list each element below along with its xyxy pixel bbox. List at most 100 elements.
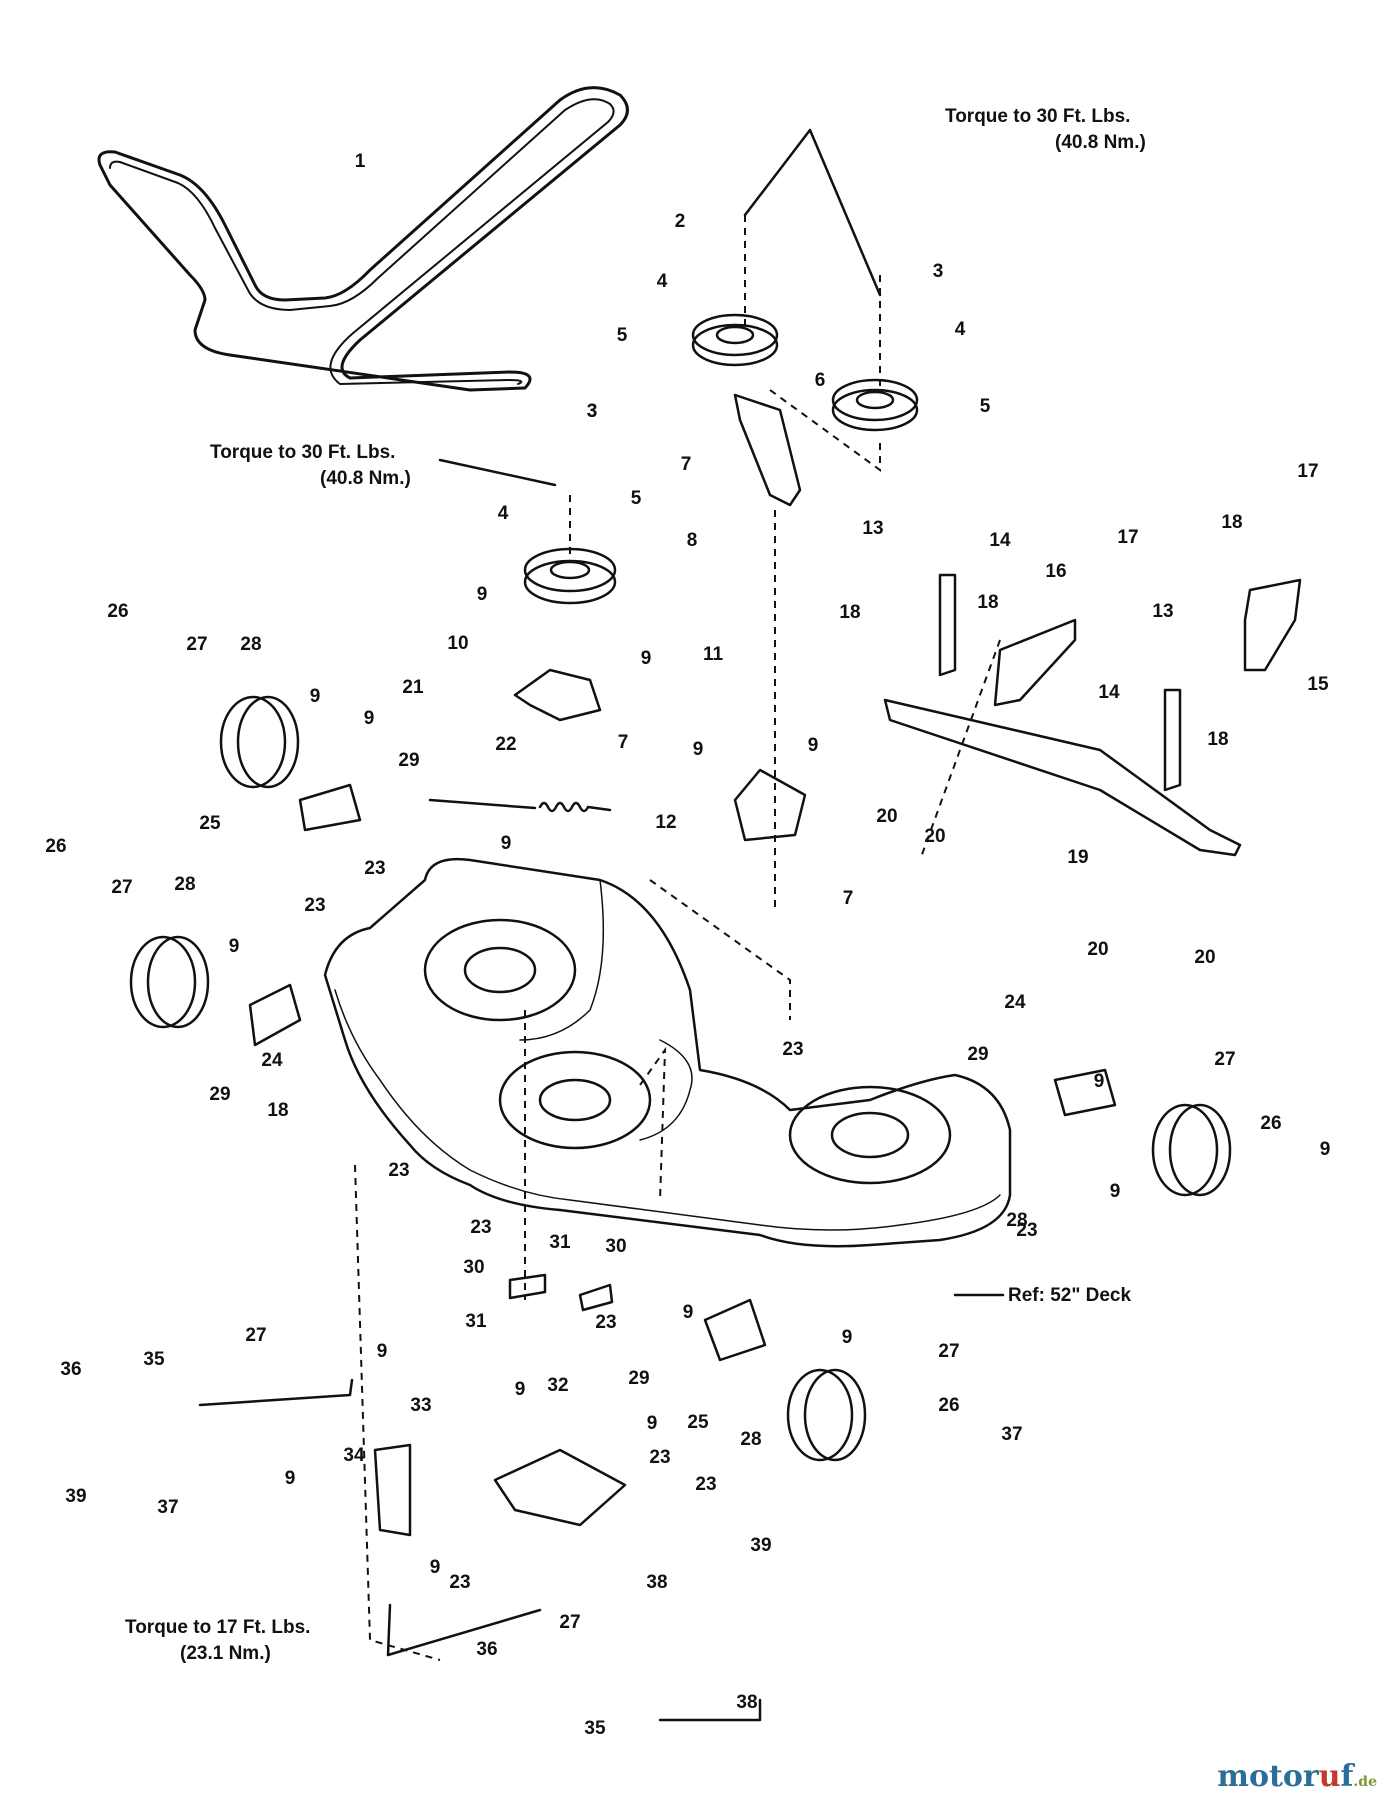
callout-number: 7 [680, 454, 692, 475]
idler-arm [733, 393, 802, 507]
callout-number: 18 [839, 602, 861, 623]
callout-number: 29 [209, 1084, 231, 1105]
torque-note-mid: Torque to 30 Ft. Lbs. (40.8 Nm.) [210, 440, 411, 492]
callout-number: 6 [814, 370, 826, 391]
hitch-rod-lower [658, 1698, 762, 1722]
callout-number: 3 [586, 401, 598, 422]
wheel-bracket-25-upper [298, 783, 362, 832]
torque-note-top-line2: (40.8 Nm.) [1055, 132, 1146, 153]
callout-number: 9 [841, 1327, 853, 1348]
hitch-bracket-33 [373, 1443, 412, 1537]
callout-number: 39 [750, 1535, 772, 1556]
callout-number: 15 [1307, 674, 1329, 695]
callout-number: 27 [186, 634, 208, 655]
callout-number: 23 [470, 1217, 492, 1238]
callout-number: 9 [514, 1379, 526, 1400]
callout-number: 13 [862, 518, 884, 539]
idler-bracket-12 [733, 768, 807, 842]
callout-number: 38 [646, 1572, 668, 1593]
gauge-wheel-right [1151, 1103, 1232, 1197]
callout-number: 33 [410, 1395, 432, 1416]
torque-top-arrows [743, 128, 882, 297]
watermark-brand2: f [1340, 1759, 1354, 1794]
torque-note-top-line1: Torque to 30 Ft. Lbs. [945, 106, 1131, 127]
callout-number: 9 [682, 1302, 694, 1323]
callout-number: 20 [1087, 939, 1109, 960]
callout-number: 9 [640, 648, 652, 669]
callout-number: 31 [549, 1232, 571, 1253]
callout-number: 20 [924, 826, 946, 847]
torque-mid-arrow [438, 458, 557, 487]
callout-number: 3 [932, 261, 944, 282]
callout-number: 9 [476, 584, 488, 605]
callout-number: 23 [304, 895, 326, 916]
callout-number: 38 [736, 1692, 758, 1713]
callout-number: 24 [261, 1050, 283, 1071]
callout-number: 18 [977, 592, 999, 613]
watermark-brand: motor [1217, 1759, 1319, 1794]
callout-number: 1 [354, 151, 366, 172]
bracket-15 [1243, 578, 1302, 672]
idler-bracket-10 [513, 668, 602, 722]
torque-note-bottom: Torque to 17 Ft. Lbs. (23.1 Nm.) [125, 1615, 310, 1667]
callout-number: 3 [586, 401, 598, 422]
front-hitch-bracket [493, 1448, 627, 1527]
torque-note-bottom-line1: Torque to 17 Ft. Lbs. [125, 1617, 311, 1638]
callout-number: 9 [692, 739, 704, 760]
callout-number: 31 [465, 1311, 487, 1332]
callout-number: 25 [199, 813, 221, 834]
torque-note-bottom-line2: (23.1 Nm.) [180, 1643, 271, 1664]
callout-number: 5 [630, 488, 642, 509]
callout-number: 23 [649, 1447, 671, 1468]
callout-number: 21 [402, 677, 424, 698]
callout-number: 12 [655, 812, 677, 833]
callout-number: 4 [656, 271, 668, 292]
tension-spring [428, 798, 612, 813]
callout-number: 9 [500, 833, 512, 854]
callout-number: 17 [1117, 527, 1139, 548]
callout-number: 20 [876, 806, 898, 827]
callout-number: 5 [979, 396, 991, 417]
watermark-accent: u [1318, 1759, 1341, 1794]
callout-number: 28 [740, 1429, 762, 1450]
bracket-14-right [1163, 688, 1182, 792]
callout-number: 23 [1016, 1220, 1038, 1241]
callout-number: 9 [1319, 1139, 1331, 1160]
callout-number: 36 [476, 1639, 498, 1660]
watermark-logo: motoruf.de [1217, 1759, 1377, 1794]
callout-number: 23 [449, 1572, 471, 1593]
callout-number: 7 [842, 888, 854, 909]
callout-number: 2 [674, 211, 686, 232]
callout-number: 26 [1260, 1113, 1282, 1134]
callout-number: 23 [595, 1312, 617, 1333]
gauge-wheel-upper-left [219, 695, 300, 789]
callout-number: 27 [111, 877, 133, 898]
callout-number: 9 [1093, 1071, 1105, 1092]
callout-number: 23 [695, 1474, 717, 1495]
callout-number: 14 [989, 530, 1011, 551]
callout-number: 5 [616, 325, 628, 346]
wheel-bracket-25-lower [703, 1298, 767, 1362]
callout-number: 25 [687, 1412, 709, 1433]
callout-number: 30 [463, 1257, 485, 1278]
callout-number: 9 [376, 1341, 388, 1362]
callout-number: 26 [938, 1395, 960, 1416]
idler-pulley-top-left [691, 313, 779, 367]
callout-number: 36 [60, 1359, 82, 1380]
watermark-suffix: .de [1353, 1774, 1377, 1790]
callout-number: 28 [174, 874, 196, 895]
callout-number: 16 [1045, 561, 1067, 582]
callout-number: 37 [1001, 1424, 1023, 1445]
callout-number: 18 [1207, 729, 1229, 750]
callout-number: 26 [45, 836, 67, 857]
callout-number: 9 [363, 708, 375, 729]
callout-number: 29 [967, 1044, 989, 1065]
callout-number: 27 [1214, 1049, 1236, 1070]
hitch-rod-upper [198, 1378, 354, 1407]
callout-number: 27 [938, 1341, 960, 1362]
callout-number: 29 [398, 750, 420, 771]
bracket-14-left [938, 573, 957, 677]
torque-bottom-arrows [386, 1603, 542, 1657]
callout-number: 23 [388, 1160, 410, 1181]
